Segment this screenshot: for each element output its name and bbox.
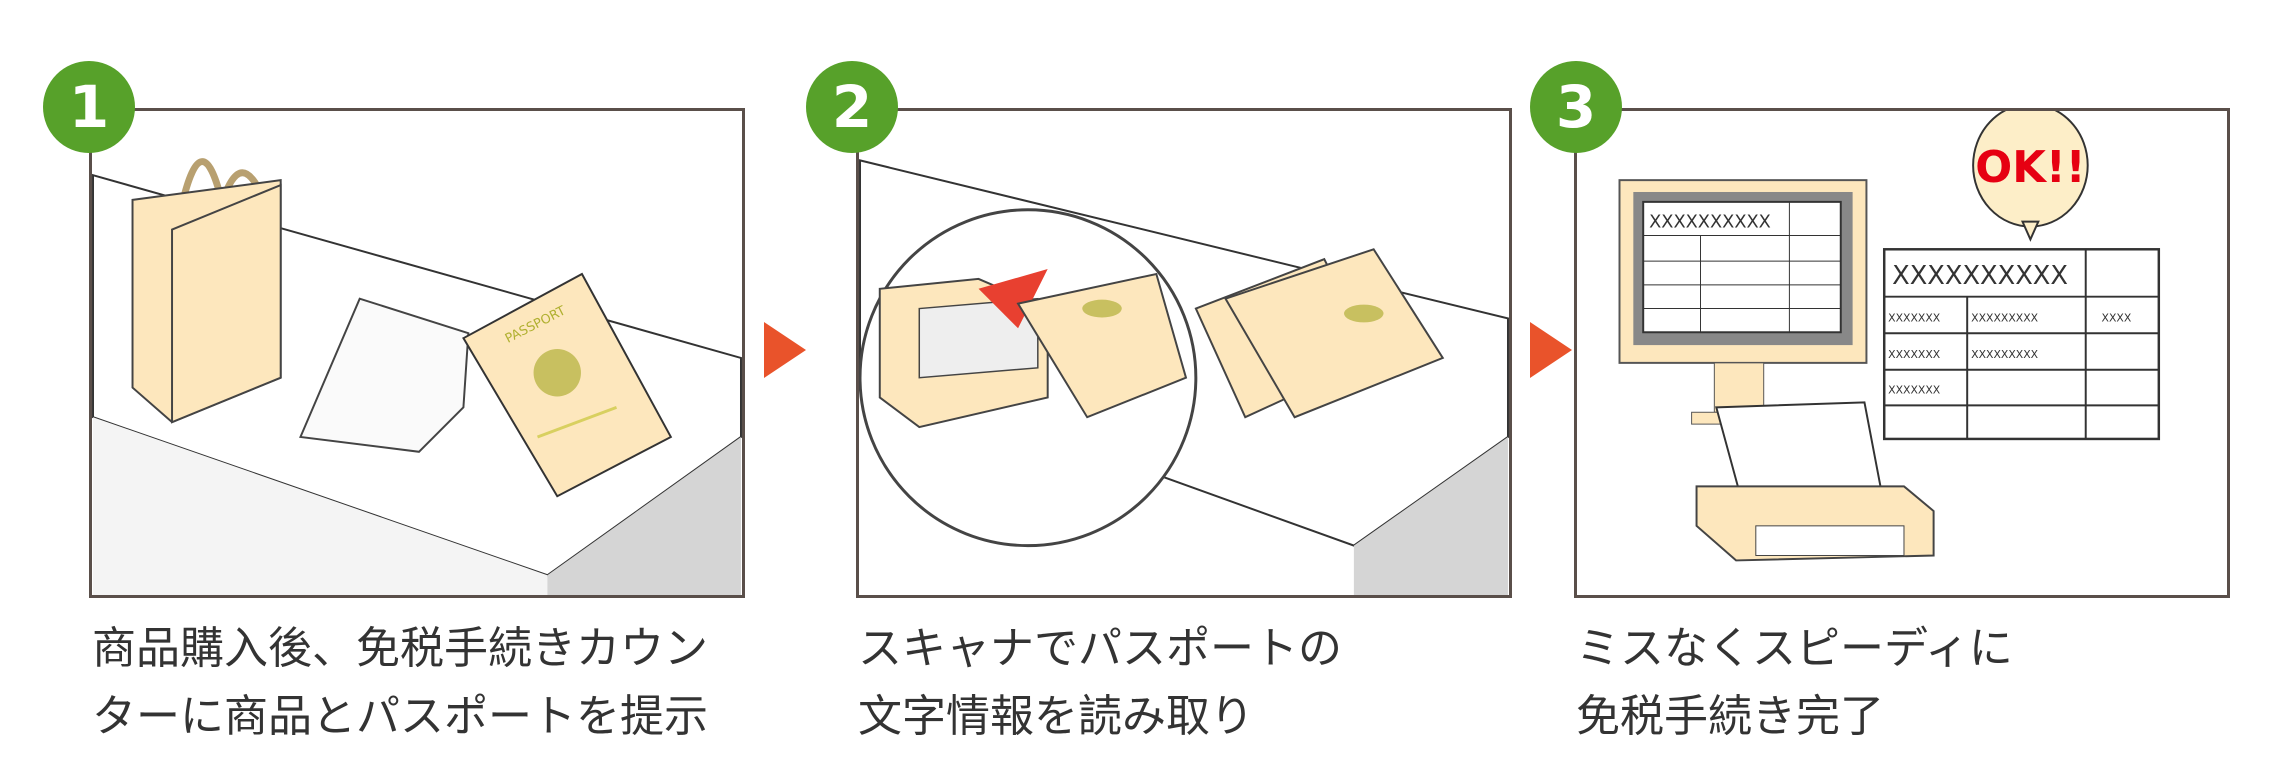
caption-line: ミスなくスピーディに [1576, 623, 2013, 674]
next-arrow-icon [764, 322, 806, 378]
form-cell: XXXXXXXXX [1971, 311, 2039, 324]
form-cell: XXXXXXXXX [1971, 348, 2039, 361]
form-header-text: XXXXXXXXXX [1892, 261, 2068, 291]
step-3-panel: XXXXXXXXXX XXXXXXXXXX XXXXXXX XXXXXXXXX … [1574, 108, 2230, 598]
step-3-badge: 3 [1530, 61, 1622, 153]
caption-line: 文字情報を読み取り [858, 691, 1254, 742]
step-2-caption: スキャナでパスポートの 文字情報を読み取り [858, 615, 1342, 751]
ok-bubble-text: OK!! [1975, 143, 2085, 193]
form-cell: XXXXXXX [1888, 383, 1941, 396]
step-1-panel: PASSPORT [89, 108, 745, 598]
caption-line: 免税手続き完了 [1576, 691, 1884, 742]
caption-line: 商品購入後、免税手続きカウン [92, 623, 708, 674]
caption-line: ターに商品とパスポートを提示 [92, 691, 708, 742]
form-cell: XXXX [2102, 311, 2132, 324]
form-cell: XXXXXXX [1888, 348, 1941, 361]
step-3-caption: ミスなくスピーディに 免税手続き完了 [1576, 615, 2013, 751]
caption-line: スキャナでパスポートの [858, 623, 1342, 674]
step-1-badge: 1 [43, 61, 135, 153]
passport-scanner-illustration [859, 159, 1509, 595]
shopping-bag-passport-illustration: PASSPORT [92, 158, 742, 595]
step-1-caption: 商品購入後、免税手続きカウン ターに商品とパスポートを提示 [92, 615, 708, 751]
step-2-panel [856, 108, 1512, 598]
form-cell: XXXXXXX [1888, 311, 1941, 324]
step-2-badge: 2 [806, 61, 898, 153]
monitor-header-text: XXXXXXXXXX [1649, 213, 1771, 233]
monitor-printer-illustration: XXXXXXXXXX XXXXXXXXXX XXXXXXX XXXXXXXXX … [1618, 111, 2161, 562]
next-arrow-icon [1530, 322, 1572, 378]
